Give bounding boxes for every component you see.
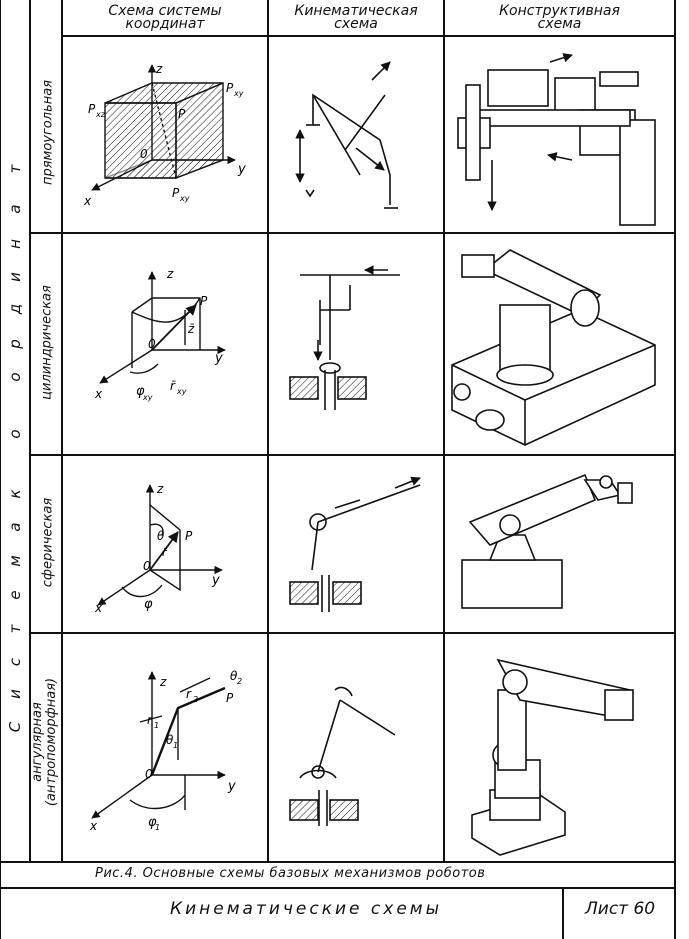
footer-sheet-number: Лист 60: [585, 899, 656, 919]
side-letter: н: [6, 239, 24, 249]
side-letter: С: [6, 721, 24, 733]
side-letter: т: [6, 624, 24, 634]
side-letter: о: [6, 429, 24, 439]
row-label-line: (антропоморфная): [44, 677, 59, 807]
header-line: Кинематическая: [294, 3, 418, 19]
side-letter: к: [6, 489, 24, 499]
cyl-constructive-diagram: [451, 249, 656, 446]
sph-constructive-diagram: [461, 473, 633, 609]
figure-caption: Рис.4. Основные схемы базовых механизмов…: [95, 866, 486, 881]
row-label-spherical: сферическая: [40, 497, 56, 588]
rect-constructive-diagram: [457, 53, 656, 226]
cyl-kinematic-diagram: [289, 265, 400, 410]
row-label-cylindrical: цилиндрическая: [39, 285, 55, 400]
header-constructive-scheme: Конструктивная схема: [444, 3, 675, 32]
side-letter: м: [6, 555, 24, 567]
ang-coordinate-diagram: [91, 671, 226, 819]
header-line: схема: [334, 16, 378, 32]
side-letter: т: [6, 164, 24, 174]
row-label-line: ангулярная: [30, 702, 45, 782]
side-letter: е: [6, 590, 24, 600]
header-line: координат: [125, 16, 205, 32]
header-line: Конструктивная: [499, 3, 620, 19]
side-letter: и: [6, 272, 24, 282]
side-letter: а: [6, 522, 24, 532]
cyl-coordinate-diagram: [99, 271, 226, 384]
side-letter: и: [6, 689, 24, 699]
header-coordinate-scheme: Схема системы координат: [62, 3, 268, 32]
side-letter: р: [6, 339, 24, 349]
side-letter: д: [6, 303, 24, 315]
side-letter: с: [6, 657, 24, 667]
row-label-angular: ангулярная (антропоморфная): [30, 642, 59, 842]
rect-kinematic-diagram: [295, 61, 398, 209]
rect-coordinate-diagram: [91, 64, 236, 191]
header-line: Схема системы: [108, 3, 222, 19]
footer-title: Кинематические схемы: [170, 899, 443, 919]
header-line: схема: [537, 16, 582, 32]
sph-kinematic-diagram: [289, 476, 421, 612]
side-letter: о: [6, 372, 24, 382]
ang-constructive-diagram: [471, 658, 634, 856]
ang-kinematic-diagram: [289, 686, 396, 826]
header-kinematic-scheme: Кинематическая схема: [268, 3, 444, 32]
side-letter: а: [6, 204, 24, 214]
row-label-rectangular: прямоугольная: [40, 79, 56, 186]
sph-coordinate-diagram: [97, 484, 223, 606]
